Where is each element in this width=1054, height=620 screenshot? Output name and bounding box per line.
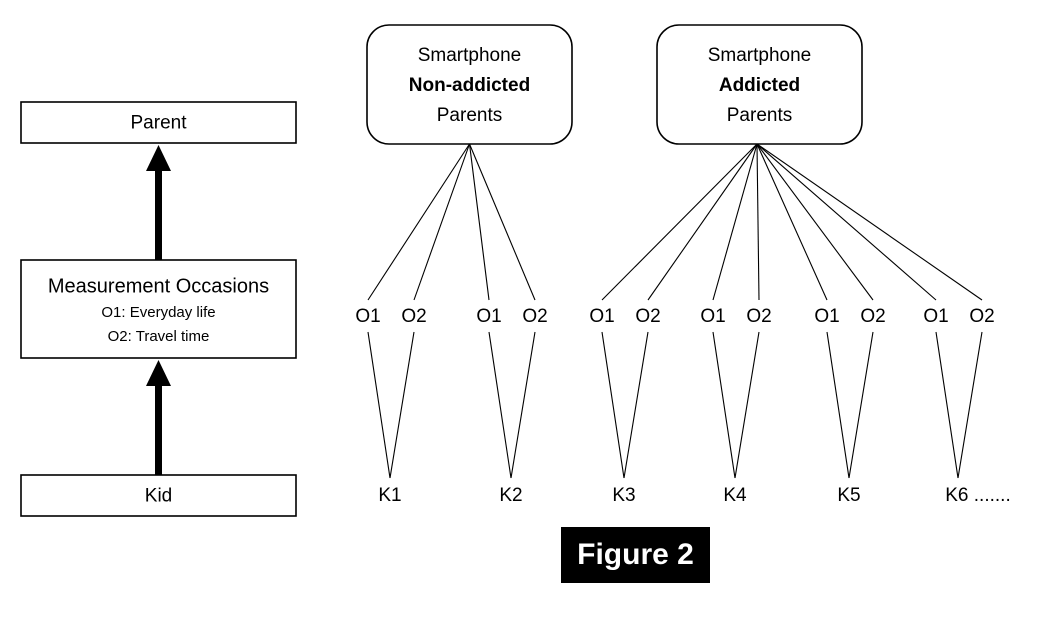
parent-box-label: Parent [131, 113, 188, 134]
kid-label-k1: K1 [378, 485, 401, 506]
caption-label: Figure 2 [577, 538, 694, 571]
v-line [935, 331, 959, 479]
occasion-label-o2: O2 [522, 306, 547, 327]
occasion-label-o1: O1 [476, 306, 501, 327]
measurement-occasions-box-rect [20, 259, 297, 359]
v-lines-k1 [367, 331, 415, 479]
fan-line [756, 143, 983, 301]
fan-line [712, 143, 758, 301]
kid-box-rect [20, 474, 297, 517]
occasion-label-o2: O2 [401, 306, 426, 327]
non-addicted-line-1: Smartphone [418, 45, 522, 66]
kid-label-k4: K4 [723, 485, 747, 506]
fan-line [647, 143, 758, 301]
fan-line [756, 143, 937, 301]
addicted-line-1: Smartphone [708, 45, 812, 66]
v-line [712, 331, 736, 479]
v-lines-k5 [826, 331, 874, 479]
v-lines-k3 [601, 331, 649, 479]
occasion-label-o1: O1 [923, 306, 948, 327]
v-line [848, 331, 874, 479]
kid-label-k2: K2 [499, 485, 522, 506]
fan-line [468, 143, 536, 301]
fan-line [756, 143, 828, 301]
occasion-label-o2: O2 [969, 306, 994, 327]
v-line [826, 331, 850, 479]
level-box-kid: Kid [20, 474, 297, 517]
parent-box-rect [20, 101, 297, 144]
kid-label-k5: K5 [837, 485, 860, 506]
kid-label-k3: K3 [612, 485, 635, 506]
measurement-occasions-subline-1: O1: Everyday life [101, 304, 215, 321]
fan-line [756, 143, 760, 301]
fan-line [601, 143, 758, 301]
v-line [488, 331, 512, 479]
v-line [389, 331, 415, 479]
fan-lines-addicted [601, 143, 983, 301]
fan-line [756, 143, 874, 301]
level-box-measurement-occasions: Measurement Occasions O1: Everyday life … [20, 259, 297, 359]
non-addicted-line-3: Parents [437, 105, 502, 126]
group-addicted: Smartphone Addicted Parents O1 O2 O1 O2 … [589, 24, 1011, 506]
occasion-label-o1: O1 [589, 306, 614, 327]
fan-line [413, 143, 471, 301]
v-line [367, 331, 391, 479]
v-lines-k4 [712, 331, 760, 479]
left-panel-hierarchy: Parent Measurement Occasions O1: Everyda… [20, 101, 297, 517]
measurement-occasions-subline-2: O2: Travel time [108, 328, 210, 345]
addicted-line-3: Parents [727, 105, 792, 126]
level-box-parent: Parent [20, 101, 297, 144]
kid-label-k6: K6 ....... [945, 485, 1010, 506]
arrow-head-up-icon [146, 145, 171, 171]
v-line [957, 331, 983, 479]
group-non-addicted: Smartphone Non-addicted Parents O1 O2 O1… [355, 24, 573, 506]
fan-lines-non-addicted [367, 143, 536, 301]
occasion-label-o1: O1 [355, 306, 380, 327]
occasion-label-o2: O2 [746, 306, 771, 327]
non-addicted-line-2: Non-addicted [409, 75, 530, 96]
occasion-label-o2: O2 [635, 306, 660, 327]
v-line [601, 331, 625, 479]
caption-band-rect [561, 527, 710, 583]
kid-box-label: Kid [145, 486, 172, 507]
v-lines-k6 [935, 331, 983, 479]
occasion-label-o2: O2 [860, 306, 885, 327]
arrow-kid-to-occasions [146, 360, 171, 475]
arrow-occasions-to-parent [146, 145, 171, 260]
measurement-occasions-box-label: Measurement Occasions [48, 275, 269, 297]
addicted-box-rect [656, 24, 863, 145]
addicted-line-2: Addicted [719, 75, 800, 96]
fan-line [367, 143, 470, 301]
v-line [623, 331, 649, 479]
v-line [510, 331, 536, 479]
v-line [734, 331, 760, 479]
fan-line [468, 143, 490, 301]
figure-caption: Figure 2 [561, 527, 710, 583]
arrow-head-up-icon [146, 360, 171, 386]
v-lines-k2 [488, 331, 536, 479]
occasion-label-o1: O1 [814, 306, 839, 327]
occasion-label-o1: O1 [700, 306, 725, 327]
